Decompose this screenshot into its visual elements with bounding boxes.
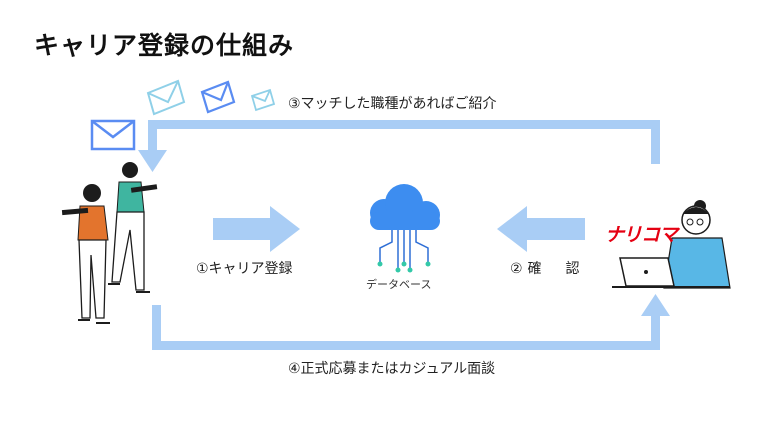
company-logo: ナリコマ xyxy=(605,224,678,246)
envelope-icon xyxy=(90,119,136,151)
company-staff-illustration xyxy=(612,200,731,289)
step-interview-label: ④正式応募またはカジュアル面談 xyxy=(288,361,496,377)
confirm-arrow xyxy=(497,206,585,252)
envelope-icon xyxy=(146,79,186,116)
candidates-illustration xyxy=(61,162,158,324)
database-label: データベース xyxy=(366,278,432,291)
register-arrow xyxy=(213,206,300,252)
step-confirm-label: ②確 認 xyxy=(510,261,585,277)
envelope-icon xyxy=(200,80,236,114)
step-notify-label: ③マッチした職種があればご紹介 xyxy=(288,96,497,112)
interview-loop-arrow xyxy=(152,294,670,350)
cloud-database-icon xyxy=(370,184,440,273)
notify-loop-arrow xyxy=(138,120,660,172)
page-title: キャリア登録の仕組み xyxy=(34,31,295,60)
step-register-label: ①キャリア登録 xyxy=(196,261,293,277)
envelope-icon xyxy=(250,88,276,112)
